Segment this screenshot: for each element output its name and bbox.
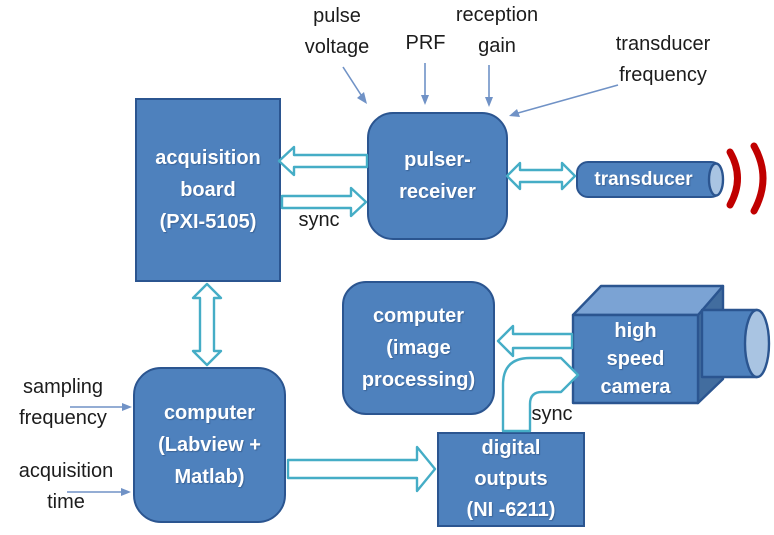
node-transducer: transducer bbox=[576, 161, 723, 198]
node-label: pulser- bbox=[404, 149, 471, 171]
node-label: computer bbox=[372, 305, 465, 327]
arrow-camera-to-computer-image bbox=[496, 324, 574, 358]
label-line: sampling bbox=[22, 376, 104, 398]
label-line: voltage bbox=[304, 36, 370, 58]
node-computer-image-processing: computer (image processing) bbox=[342, 281, 495, 415]
label-transducer-frequency: transducer frequency bbox=[600, 29, 726, 91]
camera-side-face bbox=[696, 284, 725, 405]
node-digital-outputs: digital outputs (NI -6211) bbox=[437, 432, 585, 527]
label-reception-gain: reception gain bbox=[447, 0, 547, 62]
label-line: time bbox=[47, 491, 85, 513]
node-label: board bbox=[180, 179, 236, 201]
label-line: reception bbox=[455, 4, 539, 26]
node-label: Matlab) bbox=[174, 466, 245, 488]
sound-waves-icon bbox=[726, 142, 767, 215]
node-label: speed bbox=[606, 348, 665, 370]
node-label: acquisition bbox=[155, 147, 261, 169]
arrow-acquisition-board-computer-bidirectional bbox=[191, 282, 223, 367]
label-line: PRF bbox=[405, 32, 446, 54]
node-computer-labview-matlab: computer (Labview + Matlab) bbox=[133, 367, 286, 523]
camera-lens-cap bbox=[743, 308, 771, 379]
label-pulse-voltage: pulse voltage bbox=[291, 1, 383, 63]
node-label: computer bbox=[163, 402, 256, 424]
arrow-pulser-transducer-bidirectional bbox=[505, 161, 577, 191]
node-pulser-receiver: pulser- receiver bbox=[367, 112, 508, 240]
node-label: (Labview + bbox=[158, 434, 261, 456]
camera-top-face bbox=[571, 284, 725, 317]
label-sync-pulser: sync bbox=[292, 205, 346, 236]
node-label: transducer bbox=[594, 169, 693, 190]
label-line: sync bbox=[298, 209, 340, 231]
arrow-reception-gain bbox=[485, 65, 493, 107]
arrow-pulse-voltage bbox=[342, 66, 367, 104]
label-sampling-frequency: sampling frequency bbox=[4, 372, 122, 434]
node-label: receiver bbox=[399, 181, 476, 203]
label-sync-camera: sync bbox=[526, 399, 578, 430]
node-high-speed-camera-label: high speed camera bbox=[573, 315, 698, 403]
node-acquisition-board: acquisition board (PXI-5105) bbox=[135, 98, 281, 282]
node-label: (PXI-5105) bbox=[159, 211, 257, 233]
label-line: acquisition bbox=[18, 460, 114, 482]
label-line: pulse bbox=[313, 5, 361, 27]
node-label: digital bbox=[481, 437, 541, 459]
label-line: transducer bbox=[615, 33, 711, 55]
node-label: (image bbox=[386, 337, 451, 359]
arrow-computer-to-digital-outputs bbox=[286, 445, 437, 493]
node-label: camera bbox=[600, 376, 671, 398]
arrow-pulser-to-acquisition-board bbox=[277, 145, 369, 177]
label-line: frequency bbox=[619, 64, 707, 86]
node-label: high bbox=[614, 320, 657, 342]
label-acquisition-time: acquisition time bbox=[4, 456, 128, 518]
label-line: sync bbox=[531, 403, 573, 425]
label-prf: PRF bbox=[398, 28, 453, 59]
arrow-prf bbox=[421, 63, 429, 105]
node-label: (NI -6211) bbox=[466, 499, 556, 521]
camera-lens-body bbox=[700, 308, 759, 379]
node-label: processing) bbox=[361, 369, 476, 391]
node-label: outputs bbox=[474, 468, 548, 490]
label-line: gain bbox=[478, 35, 516, 57]
label-line: frequency bbox=[19, 407, 107, 429]
